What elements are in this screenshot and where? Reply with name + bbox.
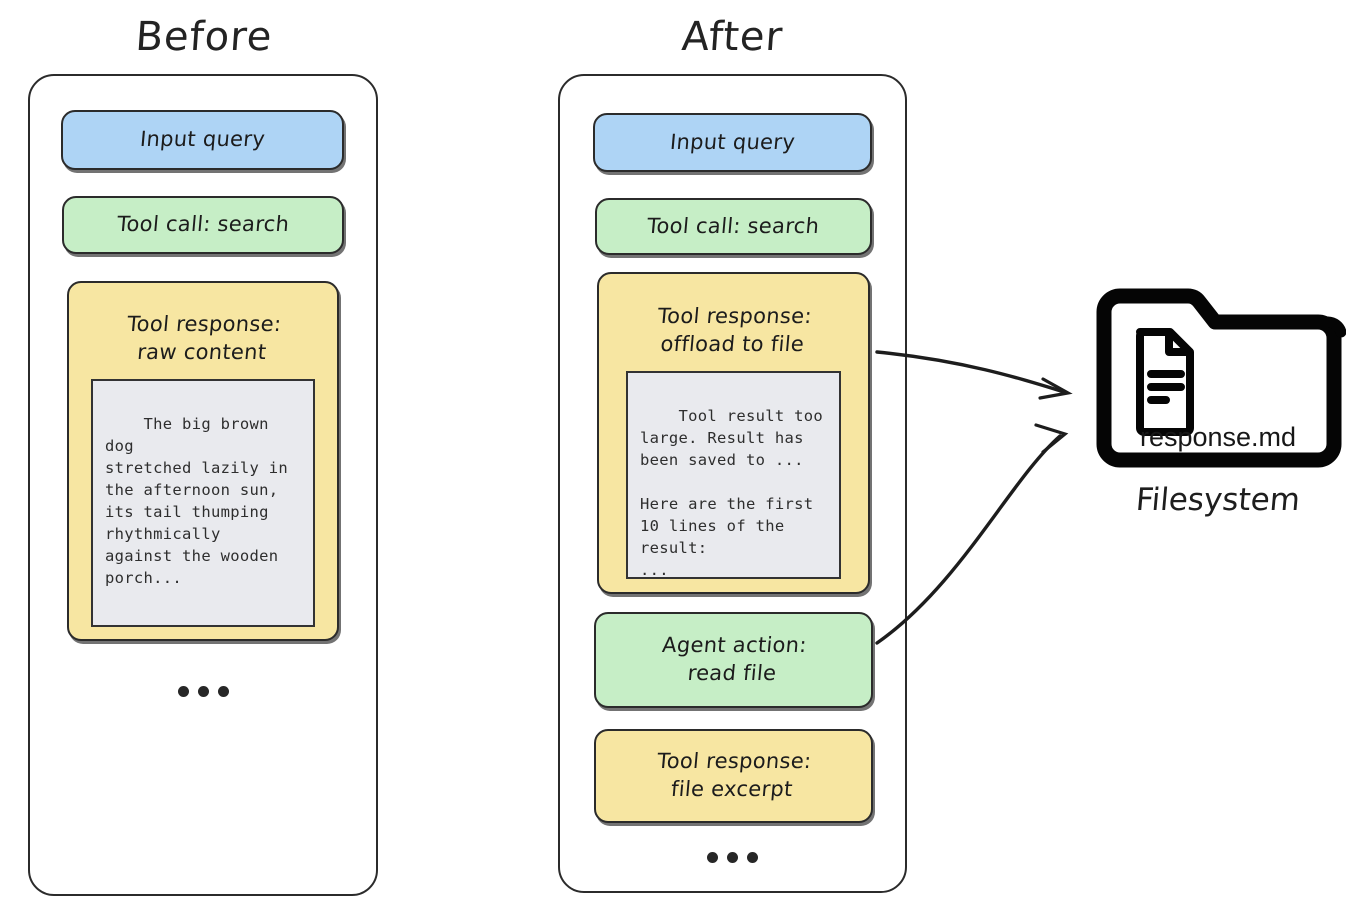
arrow-offload-head xyxy=(1038,377,1073,400)
after-tool-response-file-excerpt[interactable]: Tool response: file excerpt xyxy=(594,729,873,823)
after-offload-text: Tool result too large. Result has been s… xyxy=(640,406,824,579)
after-tool-call-search[interactable]: Tool call: search xyxy=(595,198,872,255)
before-tool-call-search[interactable]: Tool call: search xyxy=(62,196,344,254)
folder-file-name: response.md xyxy=(1139,422,1297,452)
before-raw-content-codebox: The big brown dog stretched lazily in th… xyxy=(91,378,315,627)
after-tool-response-offload-to-file[interactable]: Tool response: offload to file Tool resu… xyxy=(597,272,870,594)
before-raw-content-text: The big brown dog stretched lazily in th… xyxy=(105,414,289,587)
arrow-offload-to-filesystem-path xyxy=(875,350,1066,394)
filesystem-caption: Filesystem xyxy=(1134,482,1302,518)
folder-tab-fold xyxy=(1210,316,1346,338)
before-input-query[interactable]: Input query xyxy=(61,110,344,170)
arrow-read-file-from-filesystem-path xyxy=(875,434,1062,645)
document-icon xyxy=(1136,328,1194,436)
after-agent-action-read-file[interactable]: Agent action: read file xyxy=(594,612,873,708)
arrow-read-file-head xyxy=(1034,423,1069,454)
before-ellipsis xyxy=(178,686,229,697)
folder-icon[interactable] xyxy=(1090,282,1346,474)
after-input-query[interactable]: Input query xyxy=(593,113,872,172)
after-offload-codebox: Tool result too large. Result has been s… xyxy=(626,370,841,579)
before-tool-response-raw-content[interactable]: Tool response: raw content The big brown… xyxy=(67,281,339,641)
after-ellipsis xyxy=(707,852,758,863)
